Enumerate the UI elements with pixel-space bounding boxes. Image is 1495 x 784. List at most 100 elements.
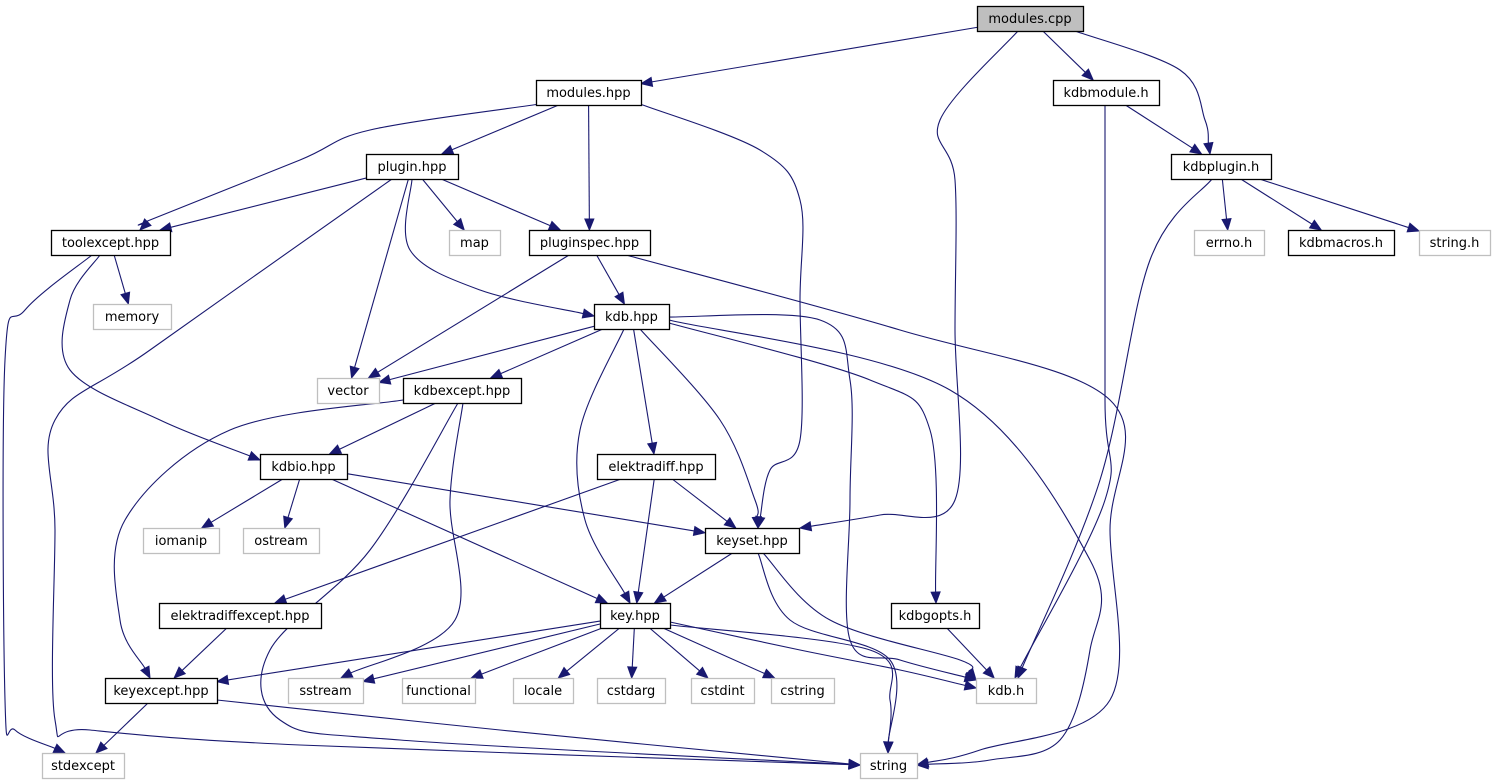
- node-stdexcept: stdexcept: [41, 752, 126, 780]
- edge-line: [481, 627, 603, 675]
- node-label: toolexcept.hpp: [62, 236, 159, 251]
- edge-kdbio_hpp-to-key_hpp: [331, 478, 609, 604]
- edge-line: [762, 552, 974, 672]
- edge-line: [651, 26, 978, 83]
- arrowhead-icon: [964, 667, 977, 682]
- edge-plugin_hpp-to-toolexcept_hpp: [158, 177, 367, 233]
- node-label: keyset.hpp: [716, 534, 788, 549]
- edge-line: [339, 402, 437, 450]
- arrowhead-icon: [883, 741, 894, 755]
- node-box: [401, 677, 477, 705]
- arrowhead-icon: [1308, 219, 1323, 231]
- edge-line: [662, 627, 765, 675]
- node-box: [859, 752, 919, 780]
- arrowhead-icon: [695, 666, 709, 679]
- node-box: [770, 677, 836, 705]
- node-label: kdbexcept.hpp: [414, 384, 511, 399]
- node-box: [535, 79, 643, 107]
- edge-kdb_hpp-to-kdbexcept_hpp: [489, 328, 604, 379]
- arrowhead-icon: [215, 674, 230, 686]
- edge-line: [637, 478, 655, 593]
- edge-line: [668, 319, 1103, 765]
- edge-key_hpp-to-kdb_h: [669, 621, 978, 691]
- node-label: string: [870, 759, 907, 774]
- arrowhead-icon: [367, 367, 381, 379]
- edge-line: [113, 254, 126, 294]
- node-errno-h: errno.h: [1193, 229, 1266, 257]
- edge-line: [663, 552, 733, 598]
- node-modules-cpp[interactable]: modules.cpp: [976, 5, 1085, 33]
- edge-kdbio_hpp-to-ostream: [283, 478, 301, 530]
- node-label: ostream: [254, 534, 308, 549]
- node-kdbplugin-h[interactable]: kdbplugin.h: [1170, 153, 1273, 181]
- edge-line: [500, 328, 604, 375]
- arrowhead-icon: [723, 516, 737, 529]
- node-box: [259, 453, 349, 481]
- arrowhead-icon: [1203, 141, 1214, 156]
- node-label: kdbplugin.h: [1183, 160, 1260, 175]
- node-kdbmodule-h[interactable]: kdbmodule.h: [1052, 79, 1161, 107]
- arrowhead-icon: [581, 308, 596, 319]
- node-elektradiffexcept-hpp[interactable]: elektradiffexcept.hpp: [158, 602, 323, 630]
- node-keyset-hpp[interactable]: keyset.hpp: [704, 527, 801, 555]
- edge-plugin_hpp-to-kdb_hpp: [404, 178, 596, 319]
- node-pluginspec-hpp[interactable]: pluginspec.hpp: [528, 229, 652, 257]
- node-label: kdb.h: [988, 684, 1024, 699]
- edge-pluginspec_hpp-to-kdb_hpp: [596, 254, 626, 306]
- node-sstream: sstream: [287, 677, 365, 705]
- node-box: [596, 453, 717, 481]
- edge-line: [668, 322, 938, 593]
- node-label: kdb.hpp: [605, 310, 658, 325]
- node-box: [593, 303, 671, 331]
- node-box: [975, 677, 1038, 705]
- edge-line: [810, 30, 1019, 527]
- arrowhead-icon: [349, 365, 360, 380]
- arrowhead-icon: [982, 666, 996, 679]
- edge-key_hpp-to-functional: [470, 627, 603, 679]
- edge-toolexcept_hpp-to-memory: [113, 254, 131, 306]
- node-kdbgopts-h[interactable]: kdbgopts.h: [890, 602, 981, 630]
- arrowhead-icon: [751, 516, 762, 530]
- node-kdbio-hpp[interactable]: kdbio.hpp: [259, 453, 349, 481]
- node-label: modules.cpp: [988, 12, 1071, 27]
- arrowhead-icon: [247, 450, 262, 461]
- arrowhead-icon: [639, 76, 654, 87]
- node-modules-hpp[interactable]: modules.hpp: [535, 79, 643, 107]
- edge-line: [216, 699, 850, 765]
- edge-line: [946, 627, 988, 671]
- edge-line: [625, 254, 1127, 763]
- node-keyexcept-hpp[interactable]: keyexcept.hpp: [104, 677, 219, 705]
- edge-kdbmodule_h-to-kdbplugin_h: [1125, 104, 1203, 155]
- node-label: pluginspec.hpp: [540, 236, 639, 251]
- arrowhead-icon: [692, 525, 707, 537]
- node-label: kdbmacros.h: [1299, 236, 1383, 251]
- arrowhead-icon: [377, 374, 392, 385]
- arrowhead-icon: [584, 218, 595, 232]
- edge-line: [227, 620, 601, 681]
- node-box: [704, 527, 801, 555]
- node-key-hpp[interactable]: key.hpp: [599, 602, 672, 630]
- node-box: [1287, 229, 1396, 257]
- node-label: locale: [524, 684, 562, 699]
- node-label: kdbgopts.h: [899, 609, 972, 624]
- edge-line: [566, 627, 621, 672]
- arrowhead-icon: [120, 291, 131, 306]
- node-kdbmacros-h[interactable]: kdbmacros.h: [1287, 229, 1396, 257]
- node-elektradiff-hpp[interactable]: elektradiff.hpp: [596, 453, 717, 481]
- edge-line: [377, 254, 570, 373]
- node-toolexcept-hpp[interactable]: toolexcept.hpp: [50, 229, 172, 257]
- arrowhead-icon: [633, 590, 644, 605]
- node-box: [142, 527, 221, 555]
- arrowhead-icon: [95, 741, 108, 754]
- node-kdb-hpp[interactable]: kdb.hpp: [593, 303, 671, 331]
- edge-plugin_hpp-to-vector: [349, 178, 409, 380]
- edge-line: [669, 621, 966, 687]
- node-box: [365, 153, 460, 181]
- edge-modules_hpp-to-toolexcept_hpp: [137, 103, 541, 231]
- node-ostream: ostream: [242, 527, 321, 555]
- edge-line: [440, 178, 551, 227]
- edge-kdbplugin_h-to-string_h: [1259, 178, 1421, 233]
- node-kdbexcept-hpp[interactable]: kdbexcept.hpp: [402, 377, 523, 405]
- node-plugin-hpp[interactable]: plugin.hpp: [365, 153, 460, 181]
- node-label: errno.h: [1206, 236, 1253, 251]
